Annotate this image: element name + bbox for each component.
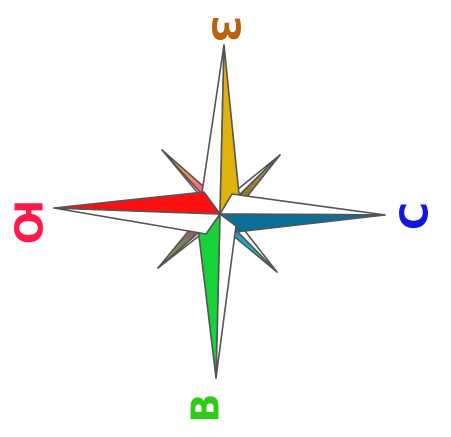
point-south-fill: [198, 214, 220, 378]
label-north: З: [204, 16, 248, 43]
point-north: [200, 45, 240, 214]
label-south: В: [184, 394, 228, 423]
point-south: [198, 214, 236, 378]
label-west: Ю: [6, 200, 50, 245]
point-north-fill: [220, 45, 240, 214]
point-east: [220, 194, 385, 232]
point-east-fill: [220, 214, 385, 232]
point-west: [54, 192, 220, 234]
label-east: С: [393, 202, 437, 230]
